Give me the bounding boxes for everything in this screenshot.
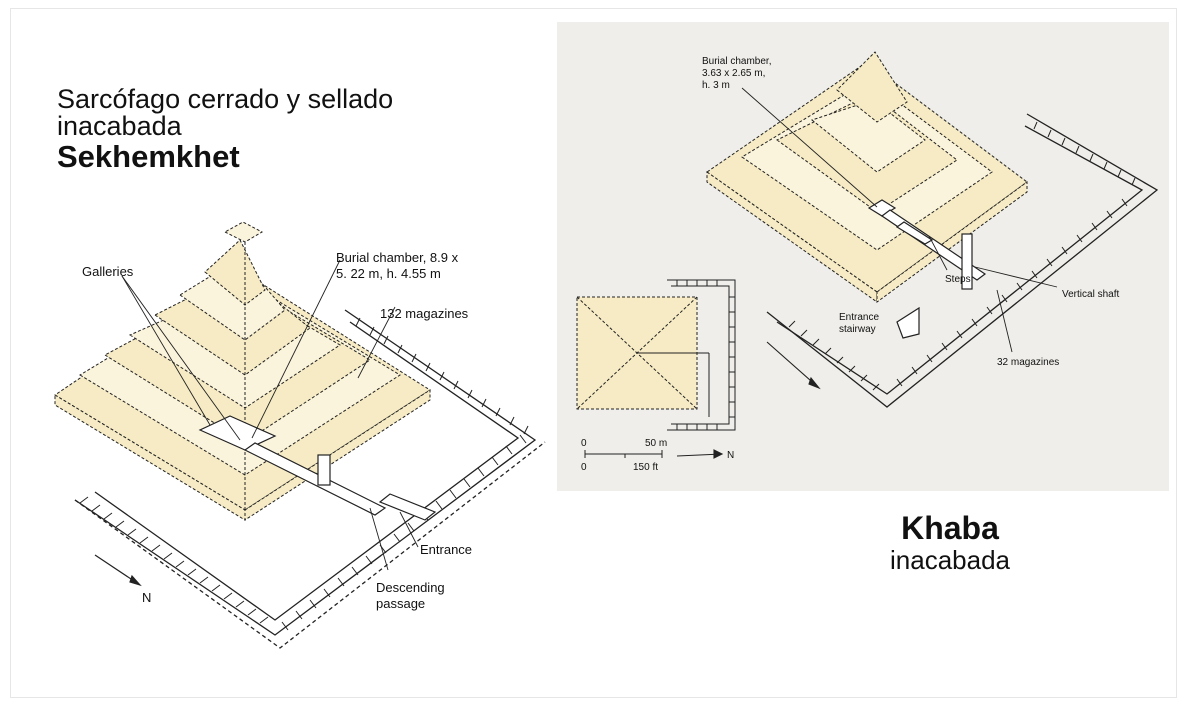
label-magazines: 132 magazines <box>380 306 469 321</box>
label-entrance: Entrance <box>420 542 472 557</box>
khaba-scale-ft-zero: 0 <box>581 462 587 473</box>
khaba-scale-m: 50 m <box>645 438 667 449</box>
khaba-subtitle: inacabada <box>890 545 1010 575</box>
khaba-label-entrance-1: Entrance <box>839 312 879 323</box>
khaba-label-burial-2: 3.63 x 2.65 m, <box>702 68 765 79</box>
khaba-label-burial-3: h. 3 m <box>702 80 730 91</box>
label-burial-chamber-2: 5. 22 m, h. 4.55 m <box>336 266 441 281</box>
khaba-panel: Burial chamber, 3.63 x 2.65 m, h. 3 m St… <box>557 22 1169 491</box>
north-arrow <box>676 341 821 459</box>
khaba-name: Khaba <box>901 510 999 546</box>
label-leaders <box>121 259 419 571</box>
sekhemkhet-caption-line-1: Sarcófago cerrado y sellado <box>57 84 394 114</box>
step-pyramid <box>706 51 1028 303</box>
label-galleries: Galleries <box>82 264 134 279</box>
khaba-scale-ft: 150 ft <box>633 462 658 473</box>
slide-frame <box>10 8 1177 698</box>
enclosure-wall <box>766 113 1159 408</box>
label-burial-chamber-1: Burial chamber, 8.9 x <box>336 250 459 265</box>
plan-view <box>576 279 736 431</box>
scale-bar <box>584 450 663 458</box>
label-descending-1: Descending <box>376 580 445 595</box>
khaba-label-burial-1: Burial chamber, <box>702 56 771 67</box>
khaba-scale-m-zero: 0 <box>581 438 587 449</box>
burial-complex <box>198 415 437 521</box>
khaba-label-steps: Steps <box>945 274 971 285</box>
sekhemkhet-diagram: Galleries Burial chamber, 8.9 x 5. 22 m,… <box>54 221 546 649</box>
magazines-teeth <box>788 121 1136 391</box>
label-leaders <box>741 87 1058 353</box>
khaba-diagram: Burial chamber, 3.63 x 2.65 m, h. 3 m St… <box>576 51 1159 473</box>
sekhemkhet-title: Sarcófago cerrado y sellado inacabada Se… <box>57 86 393 174</box>
north-arrow <box>94 554 142 587</box>
sekhemkhet-name: Sekhemkhet <box>57 139 240 174</box>
label-descending-2: passage <box>376 596 425 611</box>
sekhemkhet-caption-line-2: inacabada <box>57 111 182 141</box>
khaba-title: Khaba inacabada <box>870 510 1030 574</box>
step-pyramid <box>54 221 431 521</box>
khaba-label-entrance-2: stairway <box>839 324 876 335</box>
khaba-label-north: N <box>727 450 734 461</box>
magazines-teeth <box>79 317 529 631</box>
khaba-label-vertical-shaft: Vertical shaft <box>1062 289 1119 300</box>
label-north: N <box>142 590 151 605</box>
khaba-label-magazines: 32 magazines <box>997 357 1059 368</box>
enclosure-wall <box>74 309 546 649</box>
